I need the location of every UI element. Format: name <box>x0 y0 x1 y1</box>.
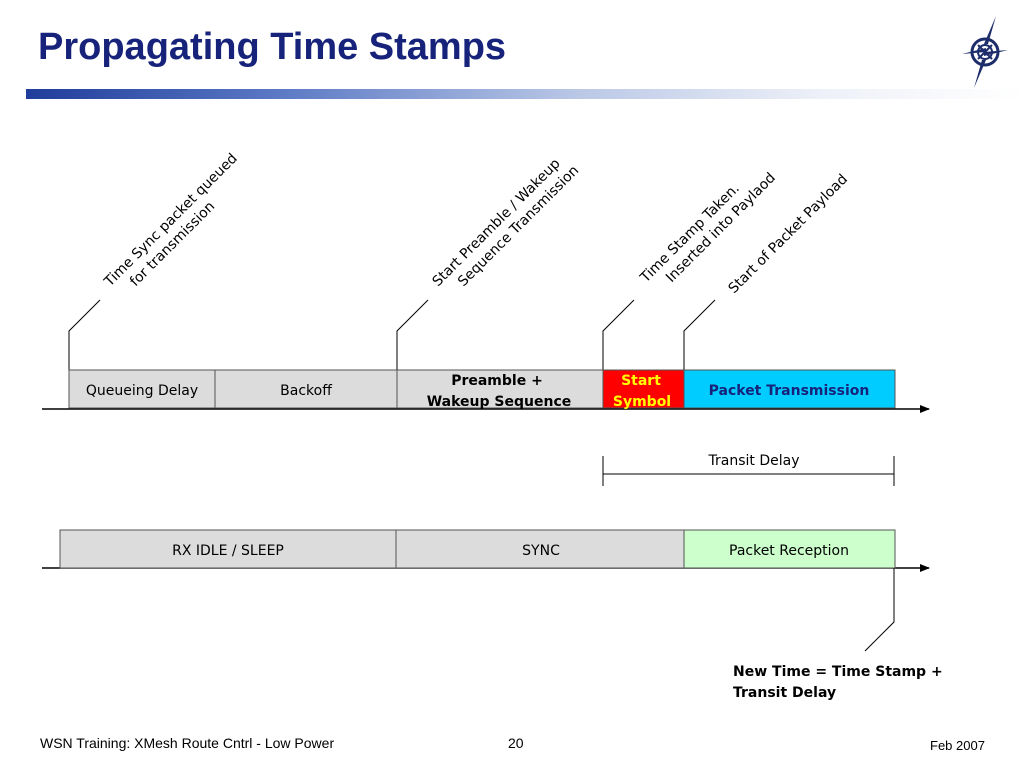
leader-preamble <box>396 299 429 370</box>
segment-packet-transmission <box>683 369 896 409</box>
label-backoff: Backoff <box>280 383 332 399</box>
label-start-line1: Start <box>621 373 661 389</box>
leader-payload <box>683 299 716 370</box>
segment-rx-idle <box>59 529 397 569</box>
event-label-queued: Time Sync packet queued for transmission <box>101 151 241 291</box>
label-packet-reception: Packet Reception <box>729 543 849 559</box>
event-queued-line1: Time Sync packet queued <box>101 151 241 291</box>
event-label-timestamp: Time Stamp Taken. Inserted into Paylaod <box>637 170 779 287</box>
leader-new-time <box>864 568 895 652</box>
title-underline-bar <box>26 89 1024 99</box>
slide-title: Propagating Time Stamps <box>38 26 507 68</box>
event-preamble-line1: Start Preamble / Wakeup <box>430 156 564 290</box>
footer-course-title: WSN Training: XMesh Route Cntrl - Low Po… <box>40 735 335 751</box>
label-rx-idle: RX IDLE / SLEEP <box>172 543 284 559</box>
leader-timestamp <box>602 299 635 370</box>
event-payload-line1: Start of Packet Payload <box>726 171 851 296</box>
label-packet-transmission: Packet Transmission <box>709 383 870 399</box>
transit-delay-bracket <box>602 456 895 486</box>
label-preamble-line2: Wakeup Sequence <box>427 394 572 410</box>
event-preamble-line2: Sequence Transmission <box>455 163 582 290</box>
label-queueing-delay: Queueing Delay <box>86 383 198 399</box>
transmit-segments <box>68 369 896 409</box>
segment-preamble <box>396 369 604 409</box>
event-label-preamble: Start Preamble / Wakeup Sequence Transmi… <box>430 156 583 290</box>
label-preamble-line1: Preamble + <box>451 373 543 389</box>
segment-packet-reception <box>683 529 896 569</box>
segment-start-symbol <box>602 369 685 409</box>
transit-delay-label: Transit Delay <box>708 453 800 469</box>
receive-segments <box>59 529 896 569</box>
result-line2: Transit Delay <box>733 685 836 701</box>
segment-backoff <box>214 369 398 409</box>
footer-date: Feb 2007 <box>930 738 985 753</box>
event-timestamp-line1: Time Stamp Taken. <box>637 180 743 286</box>
footer-page-number: 20 <box>508 735 524 751</box>
segment-sync <box>395 529 685 569</box>
label-sync: SYNC <box>522 543 560 559</box>
compass-logo-icon <box>962 16 1008 88</box>
event-leader-lines <box>68 299 716 370</box>
result-line1: New Time = Time Stamp + <box>733 664 943 680</box>
leader-queued <box>68 299 101 370</box>
event-label-payload: Start of Packet Payload <box>726 171 851 296</box>
label-start-line2: Symbol <box>613 394 671 410</box>
